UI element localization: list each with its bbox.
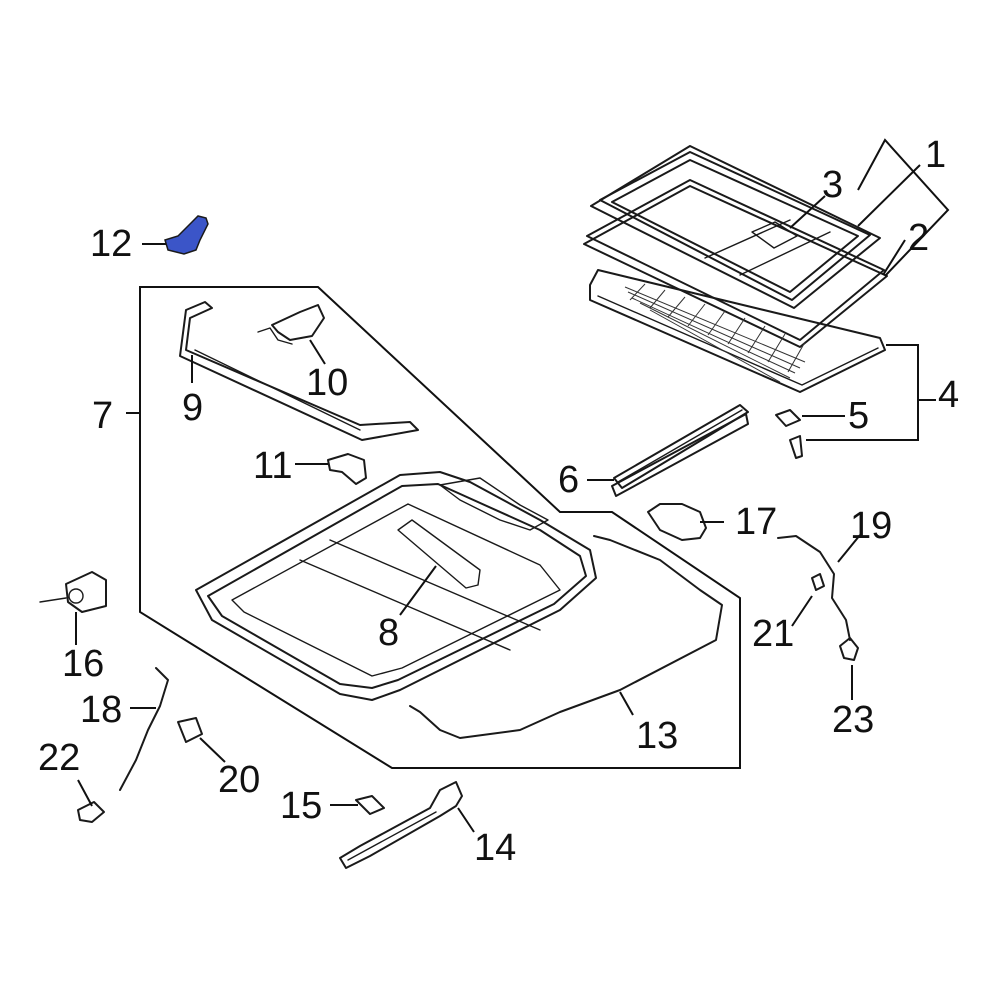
deflector-9 bbox=[179, 301, 419, 441]
callout-16: 16 bbox=[62, 643, 104, 685]
sunshade-panel bbox=[589, 269, 886, 393]
clip-20 bbox=[177, 717, 203, 743]
callout-22: 22 bbox=[38, 737, 80, 779]
bracket-12 bbox=[164, 215, 209, 255]
callout-5: 5 bbox=[848, 395, 869, 437]
clip-21 bbox=[811, 573, 825, 591]
drain-hose-19 bbox=[777, 535, 851, 641]
callout-11: 11 bbox=[253, 445, 292, 487]
harness-13 bbox=[409, 535, 723, 739]
clip-15 bbox=[355, 795, 385, 815]
callout-6: 6 bbox=[558, 459, 579, 501]
callout-18: 18 bbox=[80, 689, 122, 731]
callout-14: 14 bbox=[474, 827, 516, 869]
callout-23: 23 bbox=[832, 699, 874, 741]
motor-17 bbox=[647, 503, 707, 541]
grommet-23 bbox=[839, 637, 859, 661]
glass-panel bbox=[583, 145, 888, 348]
callout-3: 3 bbox=[822, 164, 843, 206]
callout-10: 10 bbox=[306, 362, 348, 404]
callout-15: 15 bbox=[280, 785, 322, 827]
glass-clip bbox=[751, 221, 798, 249]
drain-tube-14 bbox=[339, 781, 463, 869]
bracket-11 bbox=[327, 453, 367, 485]
callout-13: 13 bbox=[636, 715, 678, 757]
callout-7: 7 bbox=[92, 395, 113, 437]
callout-4: 4 bbox=[938, 374, 959, 416]
callout-8: 8 bbox=[378, 612, 399, 654]
motor-bracket-10 bbox=[257, 304, 325, 345]
callout-17: 17 bbox=[735, 501, 777, 543]
sunroof-frame-8 bbox=[195, 471, 597, 701]
callout-12: 12 bbox=[90, 223, 132, 265]
callout-19: 19 bbox=[850, 505, 892, 547]
callout-2: 2 bbox=[908, 217, 929, 259]
callout-1: 1 bbox=[925, 134, 946, 176]
screw-4 bbox=[789, 435, 803, 459]
callout-20: 20 bbox=[218, 759, 260, 801]
callout-9: 9 bbox=[182, 387, 203, 429]
hose-18 bbox=[119, 667, 169, 791]
leader-lines bbox=[75, 138, 950, 833]
assembly-7-boundary bbox=[139, 286, 741, 769]
actuator-16 bbox=[39, 571, 107, 613]
rail-6 bbox=[611, 404, 749, 497]
callout-21: 21 bbox=[752, 613, 794, 655]
clip-5 bbox=[775, 409, 801, 427]
